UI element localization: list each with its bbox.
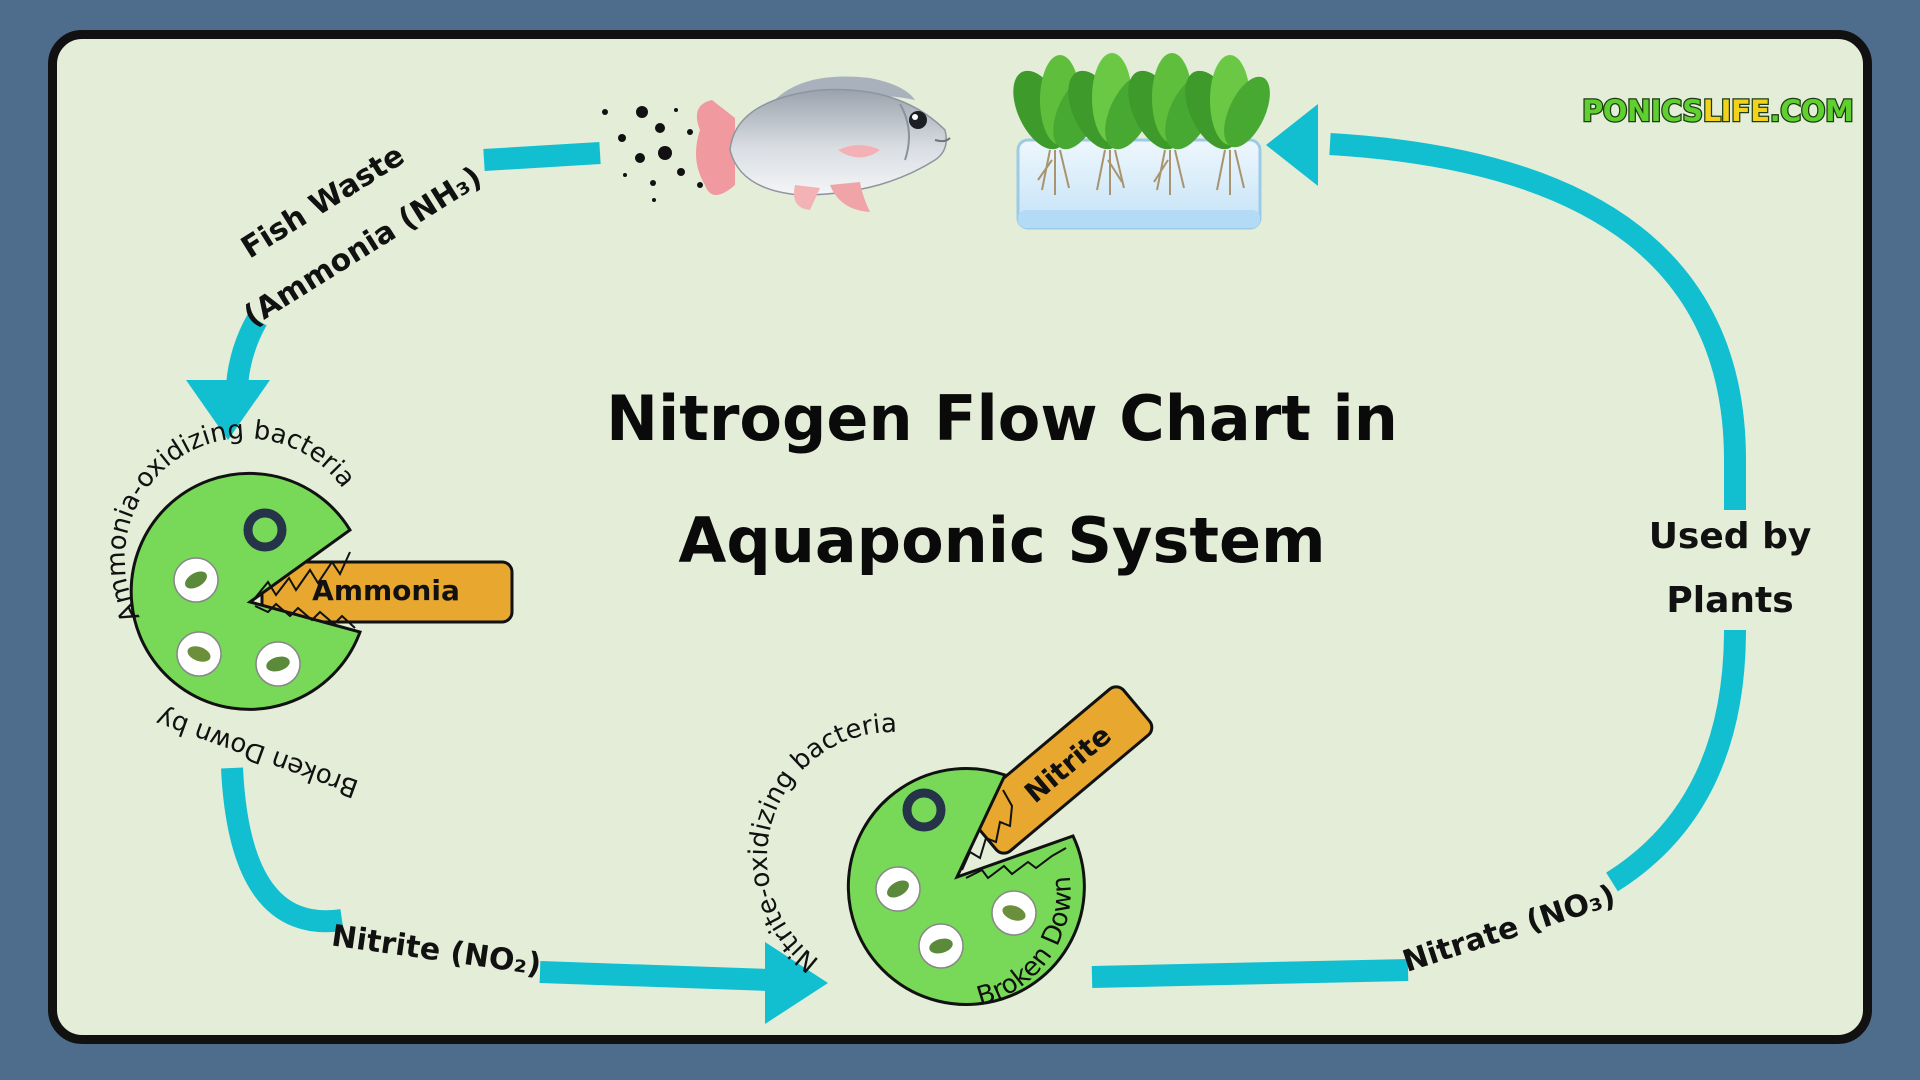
arrowhead-down	[186, 380, 270, 440]
used-by-plants-line-2: Plants	[1666, 580, 1793, 621]
arrowheads	[186, 104, 1318, 1024]
title-line-1: Nitrogen Flow Chart in	[606, 382, 1398, 455]
ammonia-to-nitrite-line	[221, 767, 344, 933]
fish-waste-label: Fish Waste (Ammonia (NH₃)	[235, 138, 488, 334]
fish-to-ammonia-line	[483, 142, 601, 171]
nitrate-flow-line	[1091, 959, 1409, 988]
nitrite-flow-label: Nitrite (NO₂)	[329, 919, 543, 983]
nitrite-pacman-eye	[902, 788, 946, 832]
arrowhead-right	[765, 942, 828, 1024]
fish-waste-particles	[602, 106, 719, 202]
nitrate-rise-line	[1606, 629, 1746, 892]
cycle-arrows	[221, 133, 1746, 991]
plants-return-upper-line	[1329, 133, 1746, 510]
nitrite-flow-line	[539, 961, 771, 991]
plants-image	[1013, 53, 1270, 230]
nitrate-flow-label: Nitrate (NO₃)	[1399, 878, 1620, 980]
nitrite-bacteria-icons	[875, 866, 1037, 969]
ammonia-arc-bottom: Broken Down by	[152, 702, 362, 803]
ammonia-stage: Ammonia Ammonia-oxidizing bacteria Broke…	[101, 415, 514, 803]
ammonia-pacman-eye	[243, 508, 287, 552]
ammonia-bacteria-icons	[173, 557, 301, 687]
fish-image	[696, 76, 951, 212]
brand-logo: PONICSLIFE.COM	[1582, 94, 1853, 128]
used-by-plants-line-1: Used by	[1649, 516, 1812, 557]
nitrite-tag	[966, 685, 1154, 855]
lettuce-4	[1185, 55, 1270, 150]
nitrite-pacman	[846, 767, 1086, 1006]
arrowhead-left	[1266, 104, 1318, 186]
ammonia-tag-label: Ammonia	[312, 574, 460, 607]
title-line-2: Aquaponic System	[678, 504, 1325, 577]
fish-to-ammonia-line-lower	[226, 314, 267, 387]
